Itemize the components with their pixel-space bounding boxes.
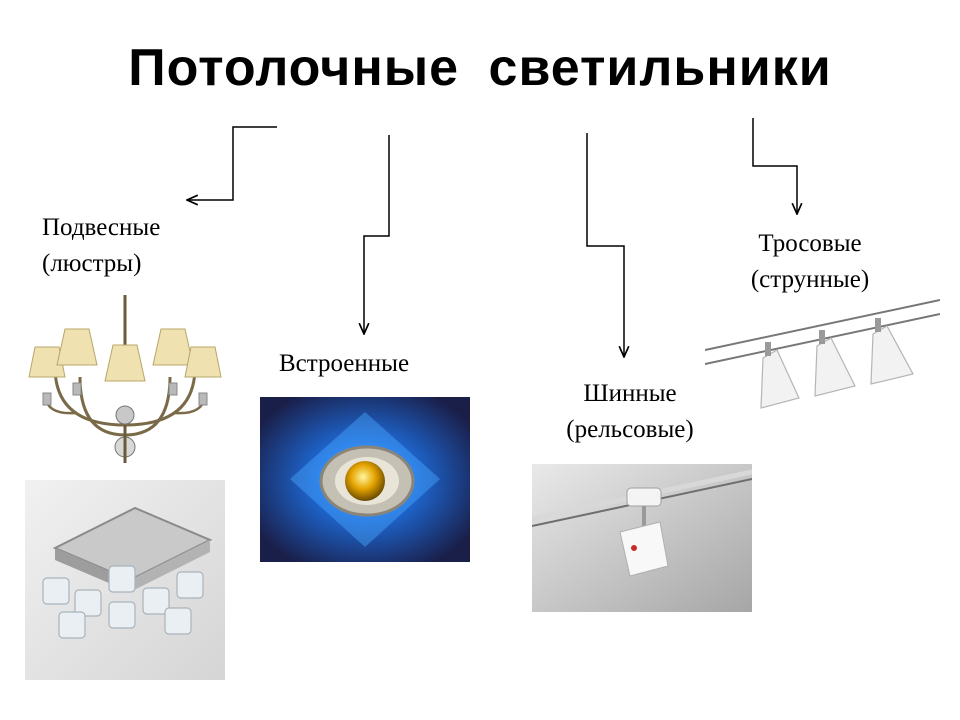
- recessed-spotlight-image: [260, 397, 470, 562]
- category-label-pendant: Подвесные (люстры): [42, 210, 160, 282]
- category-name: Подвесные: [42, 214, 161, 241]
- category-label-recessed: Встроенные: [279, 346, 409, 382]
- category-subtitle: (рельсовые): [566, 416, 694, 443]
- arrow-to-pendant: [187, 126, 277, 200]
- category-name: Шинные: [583, 380, 677, 407]
- diagram-title: Потолочные светильники: [128, 39, 832, 97]
- crystal-ceiling-lamp-image: [25, 480, 225, 680]
- arrow-to-track: [586, 133, 624, 357]
- arrow-to-cable: [752, 118, 797, 214]
- cable-light-image: [705, 299, 940, 409]
- category-label-cable: Тросовые (струнные): [720, 226, 900, 298]
- track-light-image: [532, 464, 752, 612]
- category-name: Тросовые: [758, 230, 862, 257]
- category-subtitle: (люстры): [42, 250, 142, 277]
- category-subtitle: (струнные): [750, 266, 870, 293]
- category-name: Встроенные: [279, 350, 410, 377]
- category-label-track: Шинные (рельсовые): [540, 376, 720, 448]
- arrow-to-recessed: [364, 135, 390, 334]
- chandelier-image: [28, 295, 222, 463]
